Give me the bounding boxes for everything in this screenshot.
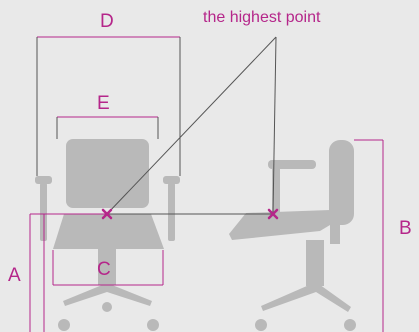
dimension-a-label: A [8, 265, 21, 286]
side-base [261, 282, 351, 312]
front-caster-center [102, 302, 112, 312]
front-caster-left [58, 319, 70, 331]
side-caster-right [344, 319, 356, 331]
guide-line-side [272, 36, 277, 215]
marker-side-x [267, 208, 279, 220]
front-backrest [66, 139, 149, 208]
front-left-armrest-post [40, 183, 47, 241]
dimension-c-label: C [97, 259, 111, 280]
chair-front-view [35, 139, 180, 331]
side-seat [229, 210, 345, 240]
dimension-d-label: D [100, 11, 114, 32]
dimension-d-bracket [36, 37, 181, 176]
side-armrest-pad [268, 160, 316, 169]
side-back-support [330, 222, 340, 244]
side-caster-left [255, 319, 267, 331]
highest-point-label: the highest point [203, 9, 321, 26]
marker-front-x [101, 208, 113, 220]
side-column [306, 240, 324, 286]
front-caster-right [147, 319, 159, 331]
front-right-armrest-pad [163, 176, 180, 184]
dimension-b-label: B [399, 218, 412, 239]
highest-point-guides [106, 36, 277, 215]
highest-point-markers [101, 208, 279, 220]
dimension-e-label: E [97, 93, 110, 114]
front-right-armrest-post [168, 183, 175, 241]
front-left-armrest-pad [35, 176, 52, 184]
guide-line-front [106, 36, 277, 215]
side-backrest [329, 140, 354, 225]
side-armrest-post [272, 168, 280, 212]
front-seat [53, 214, 164, 249]
front-base [63, 283, 152, 306]
front-column [98, 249, 116, 285]
chair-side-view [229, 140, 356, 331]
